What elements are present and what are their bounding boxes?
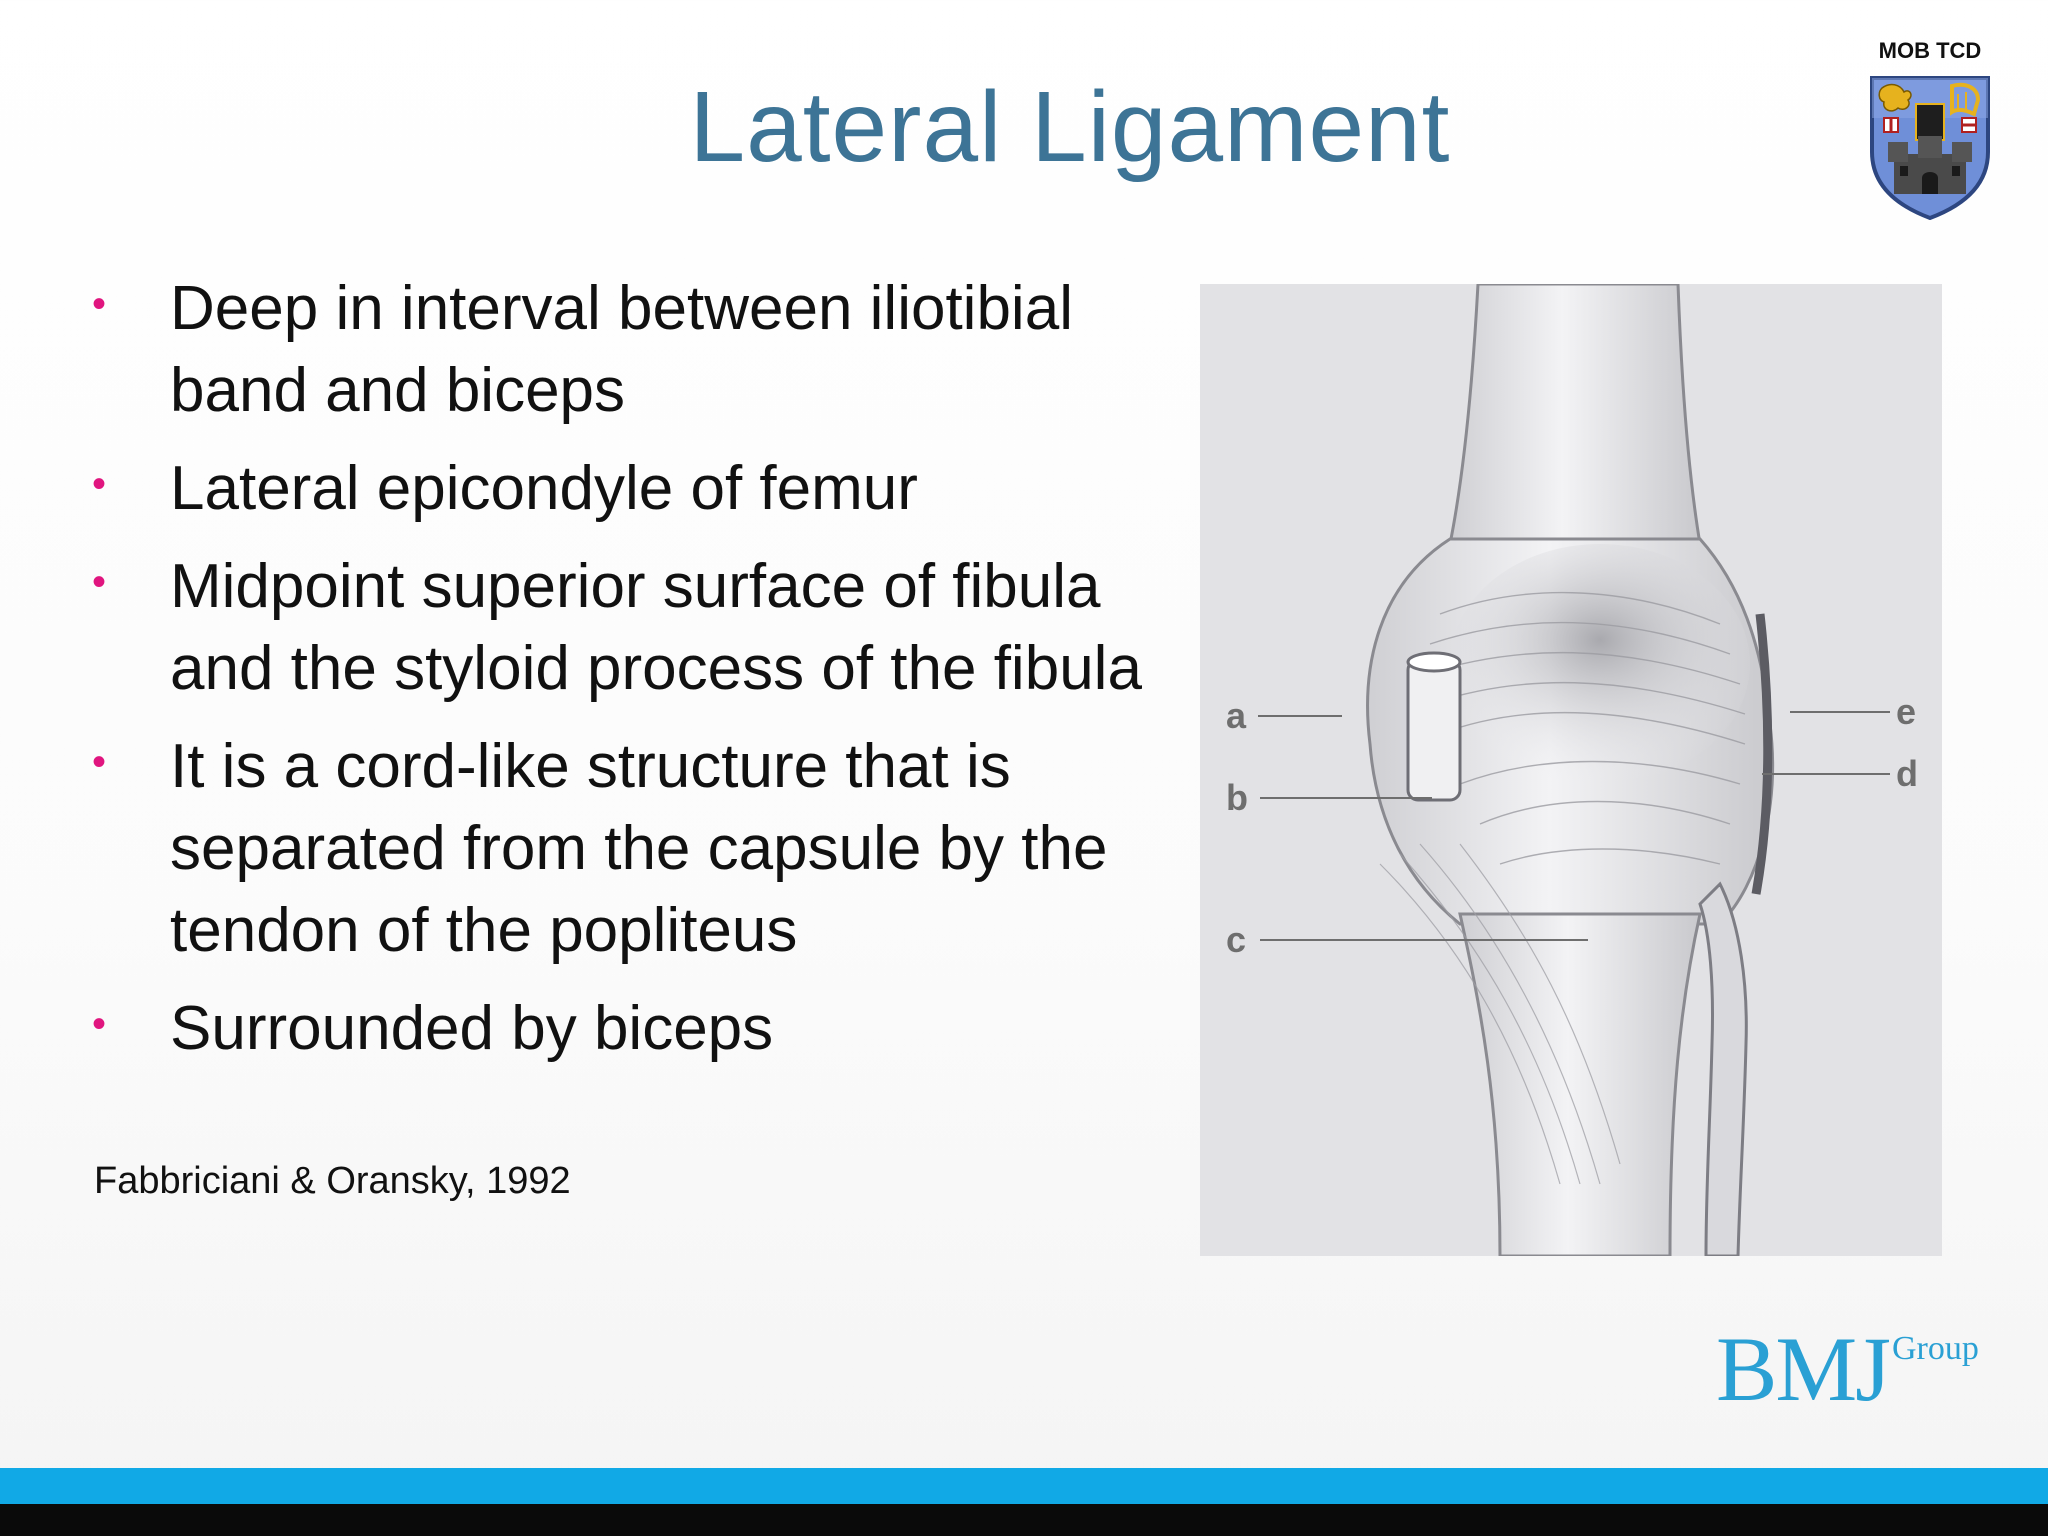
bullet-item: • Lateral epicondyle of femur — [90, 448, 1180, 530]
bullet-text: Deep in interval between iliotibial band… — [170, 274, 1073, 425]
bullet-marker: • — [92, 1002, 107, 1046]
slide-title: Lateral Ligament — [689, 71, 1451, 183]
bullet-item: • Deep in interval between iliotibial ba… — [90, 268, 1180, 432]
footer-black-bar — [0, 1504, 2048, 1536]
bullet-item: • Surrounded by biceps — [90, 988, 1180, 1070]
bullet-text: Midpoint superior surface of fibula and … — [170, 552, 1142, 703]
bullet-marker: • — [92, 462, 107, 506]
figure-label-a: a — [1226, 695, 1247, 736]
bullet-marker: • — [92, 560, 107, 604]
tcd-crest-icon — [1870, 76, 1990, 220]
figure-label-e: e — [1896, 691, 1916, 732]
bullet-item: • Midpoint superior surface of fibula an… — [90, 546, 1180, 710]
bmj-group-logo: BMJ Group — [1716, 1316, 1986, 1426]
bullet-marker: • — [92, 282, 107, 326]
bullet-text: Lateral epicondyle of femur — [170, 454, 918, 523]
bmj-logo-text: BMJ — [1716, 1318, 1891, 1420]
knee-anatomy-illustration: a b c d e — [1200, 284, 1942, 1256]
bullet-marker: • — [92, 740, 107, 784]
bullet-text: It is a cord-like structure that is sepa… — [170, 732, 1108, 965]
figure-label-d: d — [1896, 753, 1918, 794]
figure-label-c: c — [1226, 919, 1246, 960]
bullet-list: • Deep in interval between iliotibial ba… — [90, 268, 1180, 1086]
citation: Fabbriciani & Oransky, 1992 — [94, 1160, 571, 1202]
bmj-logo-suffix: Group — [1892, 1330, 1979, 1367]
bullet-text: Surrounded by biceps — [170, 994, 774, 1063]
org-label: MOB TCD — [1878, 38, 1982, 63]
knee-drawing: a b c d e — [1200, 284, 1942, 1256]
bullet-item: • It is a cord-like structure that is se… — [90, 726, 1180, 972]
footer-blue-bar — [0, 1468, 2048, 1504]
figure-label-b: b — [1226, 777, 1248, 818]
